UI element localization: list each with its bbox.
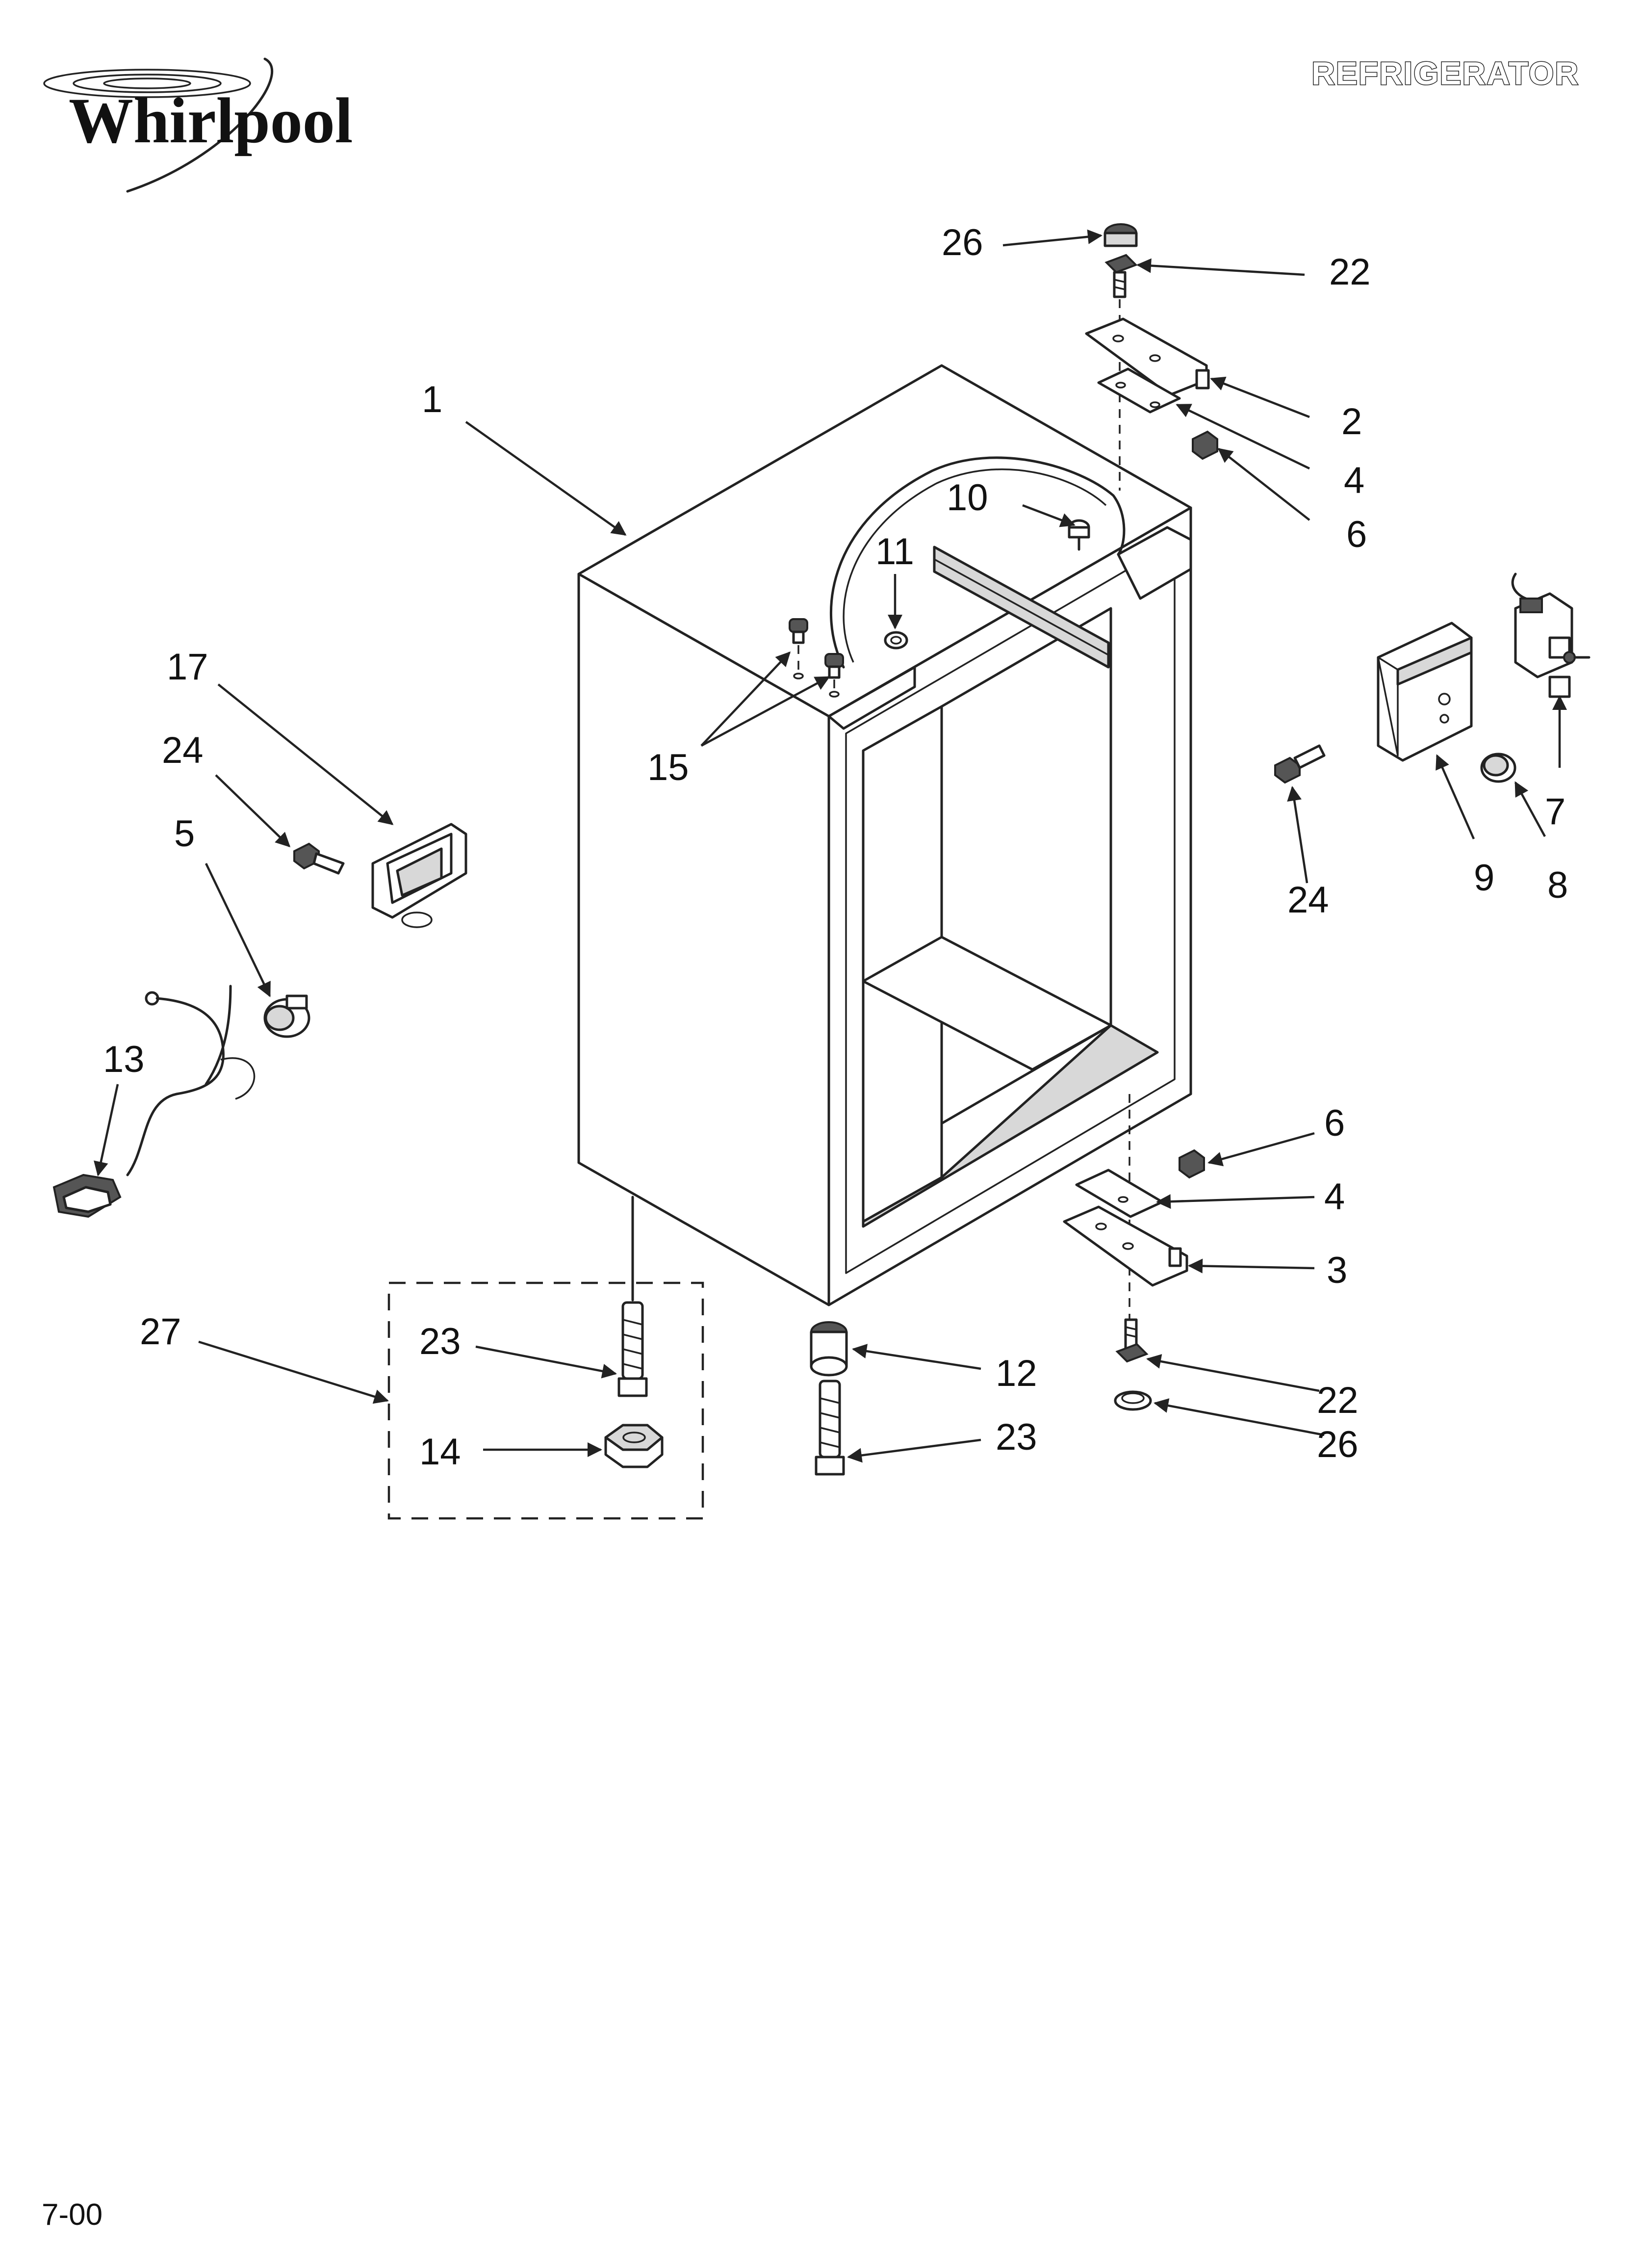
bottom-hinge-cap-nut (1179, 1149, 1205, 1179)
top-hinge-cap-nut (1192, 430, 1218, 460)
swirl-icon (43, 57, 274, 193)
callout-2: 2 (1341, 401, 1362, 443)
brand-logo: Whirlpool (43, 57, 353, 193)
leveling-kit-27 (387, 1196, 704, 1520)
callout-4-bottom: 4 (1324, 1176, 1345, 1218)
callout-23-left: 23 (419, 1321, 461, 1362)
power-cord-13 (52, 985, 256, 1218)
leveling-leg-23-right (815, 1380, 845, 1476)
callout-5: 5 (174, 813, 195, 855)
leveling-nut-14 (604, 1424, 664, 1468)
callout-26-bottom: 26 (1317, 1424, 1359, 1465)
bottom-hinge-screw (1115, 1318, 1149, 1363)
callout-26-top: 26 (942, 222, 983, 263)
control-knob-8 (1480, 753, 1516, 783)
callout-7: 7 (1545, 791, 1565, 833)
callout-8: 8 (1547, 864, 1568, 906)
callout-3: 3 (1327, 1250, 1347, 1291)
callout-23-right: 23 (996, 1416, 1037, 1458)
callout-6-bottom: 6 (1324, 1102, 1345, 1144)
door-stop-11 (884, 631, 908, 650)
terminal-block-17 (371, 823, 467, 928)
control-housing-9 (1377, 622, 1473, 762)
callout-17: 17 (167, 646, 208, 688)
leveling-leg-23-left (617, 1301, 648, 1397)
brand-name: Whirlpool (69, 84, 353, 156)
screw-24-left (293, 842, 345, 875)
top-hinge-assembly (1085, 223, 1218, 491)
callout-13: 13 (103, 1039, 145, 1080)
callout-labels: 1 2 3 4 4 5 6 6 7 8 9 10 11 12 13 14 15 … (103, 222, 1568, 1473)
callout-12: 12 (996, 1353, 1037, 1394)
callout-9: 9 (1474, 857, 1494, 899)
leader-lines (94, 229, 1567, 1463)
screw-24-right (1274, 744, 1326, 784)
leveling-cap-12 (810, 1321, 848, 1377)
callout-4-top: 4 (1344, 460, 1364, 501)
callout-10: 10 (947, 477, 988, 519)
callout-6-top: 6 (1346, 514, 1367, 555)
callout-1: 1 (422, 379, 442, 420)
callout-22-top: 22 (1329, 251, 1371, 293)
callout-22-bottom: 22 (1317, 1380, 1359, 1421)
date-code: 7-00 (42, 2198, 103, 2232)
bottom-hinge-assembly (1063, 1094, 1205, 1411)
thermostat-7 (1511, 573, 1591, 698)
callout-14: 14 (419, 1431, 461, 1473)
category-heading: REFRIGERATOR (1311, 55, 1579, 91)
callout-24-right: 24 (1287, 879, 1329, 921)
callout-15: 15 (647, 747, 689, 788)
callout-27: 27 (140, 1311, 181, 1353)
door-stop-15 (789, 618, 844, 698)
top-hinge-screw (1104, 254, 1138, 298)
grommet-5 (263, 994, 310, 1038)
cabinet-shell (577, 364, 1192, 1306)
callout-11: 11 (875, 531, 914, 573)
callout-24-left: 24 (162, 730, 204, 771)
